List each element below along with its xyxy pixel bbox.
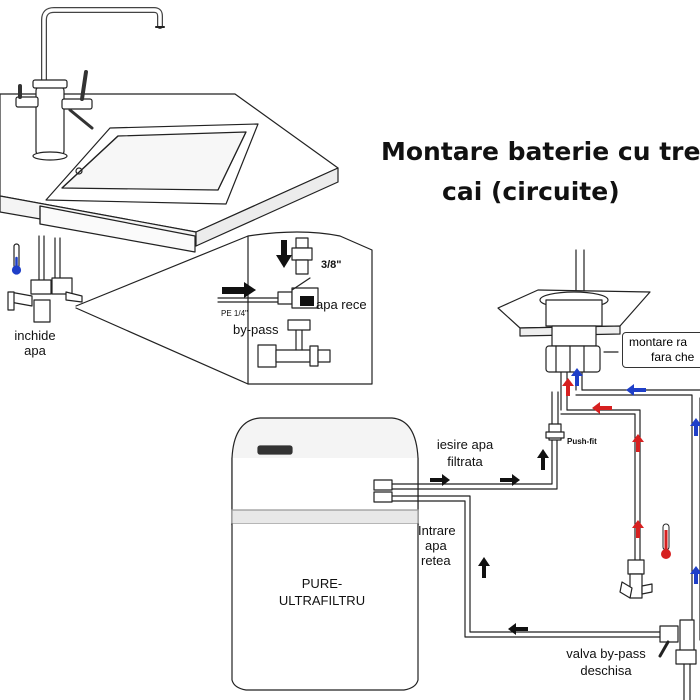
label-intrare-3: retea	[421, 553, 451, 568]
sink-drawing	[0, 93, 339, 253]
filter-unit	[231, 417, 419, 691]
callout-montare-line-2: fara che	[651, 350, 695, 364]
faucet-mount	[497, 249, 651, 373]
label-unit-1: PURE-	[301, 576, 343, 591]
label-push-fit: Push-fit	[567, 437, 597, 446]
label-unit-2: ULTRAFILTRU	[278, 593, 366, 608]
zoom-detail	[75, 231, 373, 385]
label-pe-14: PE 1/4"	[221, 309, 248, 318]
label-intrare-1: Intrare	[418, 523, 456, 538]
label-apa: apa	[24, 343, 46, 358]
label-valva-1: valva by-pass	[566, 646, 646, 661]
label-iesire-2: filtrata	[447, 454, 483, 469]
callout-montare: montare ra fara che	[622, 332, 700, 368]
label-intrare-2: apa	[425, 538, 447, 553]
callout-montare-line-1: montare ra	[629, 335, 688, 349]
under-sink-valves	[7, 235, 83, 323]
label-size-38: 3/8"	[321, 259, 342, 271]
title-line-2: cai (circuite)	[442, 177, 620, 206]
label-apa-rece: apa rece	[316, 297, 367, 312]
label-valva-2: deschisa	[580, 663, 632, 678]
faucet-drawing	[15, 7, 165, 161]
label-by-pass: by-pass	[233, 322, 279, 337]
flow-arrows	[430, 368, 700, 635]
label-inchide: inchide	[14, 328, 56, 343]
title-line-1: Montare baterie cu trei	[381, 137, 700, 166]
label-iesire-1: iesire apa	[436, 437, 494, 452]
